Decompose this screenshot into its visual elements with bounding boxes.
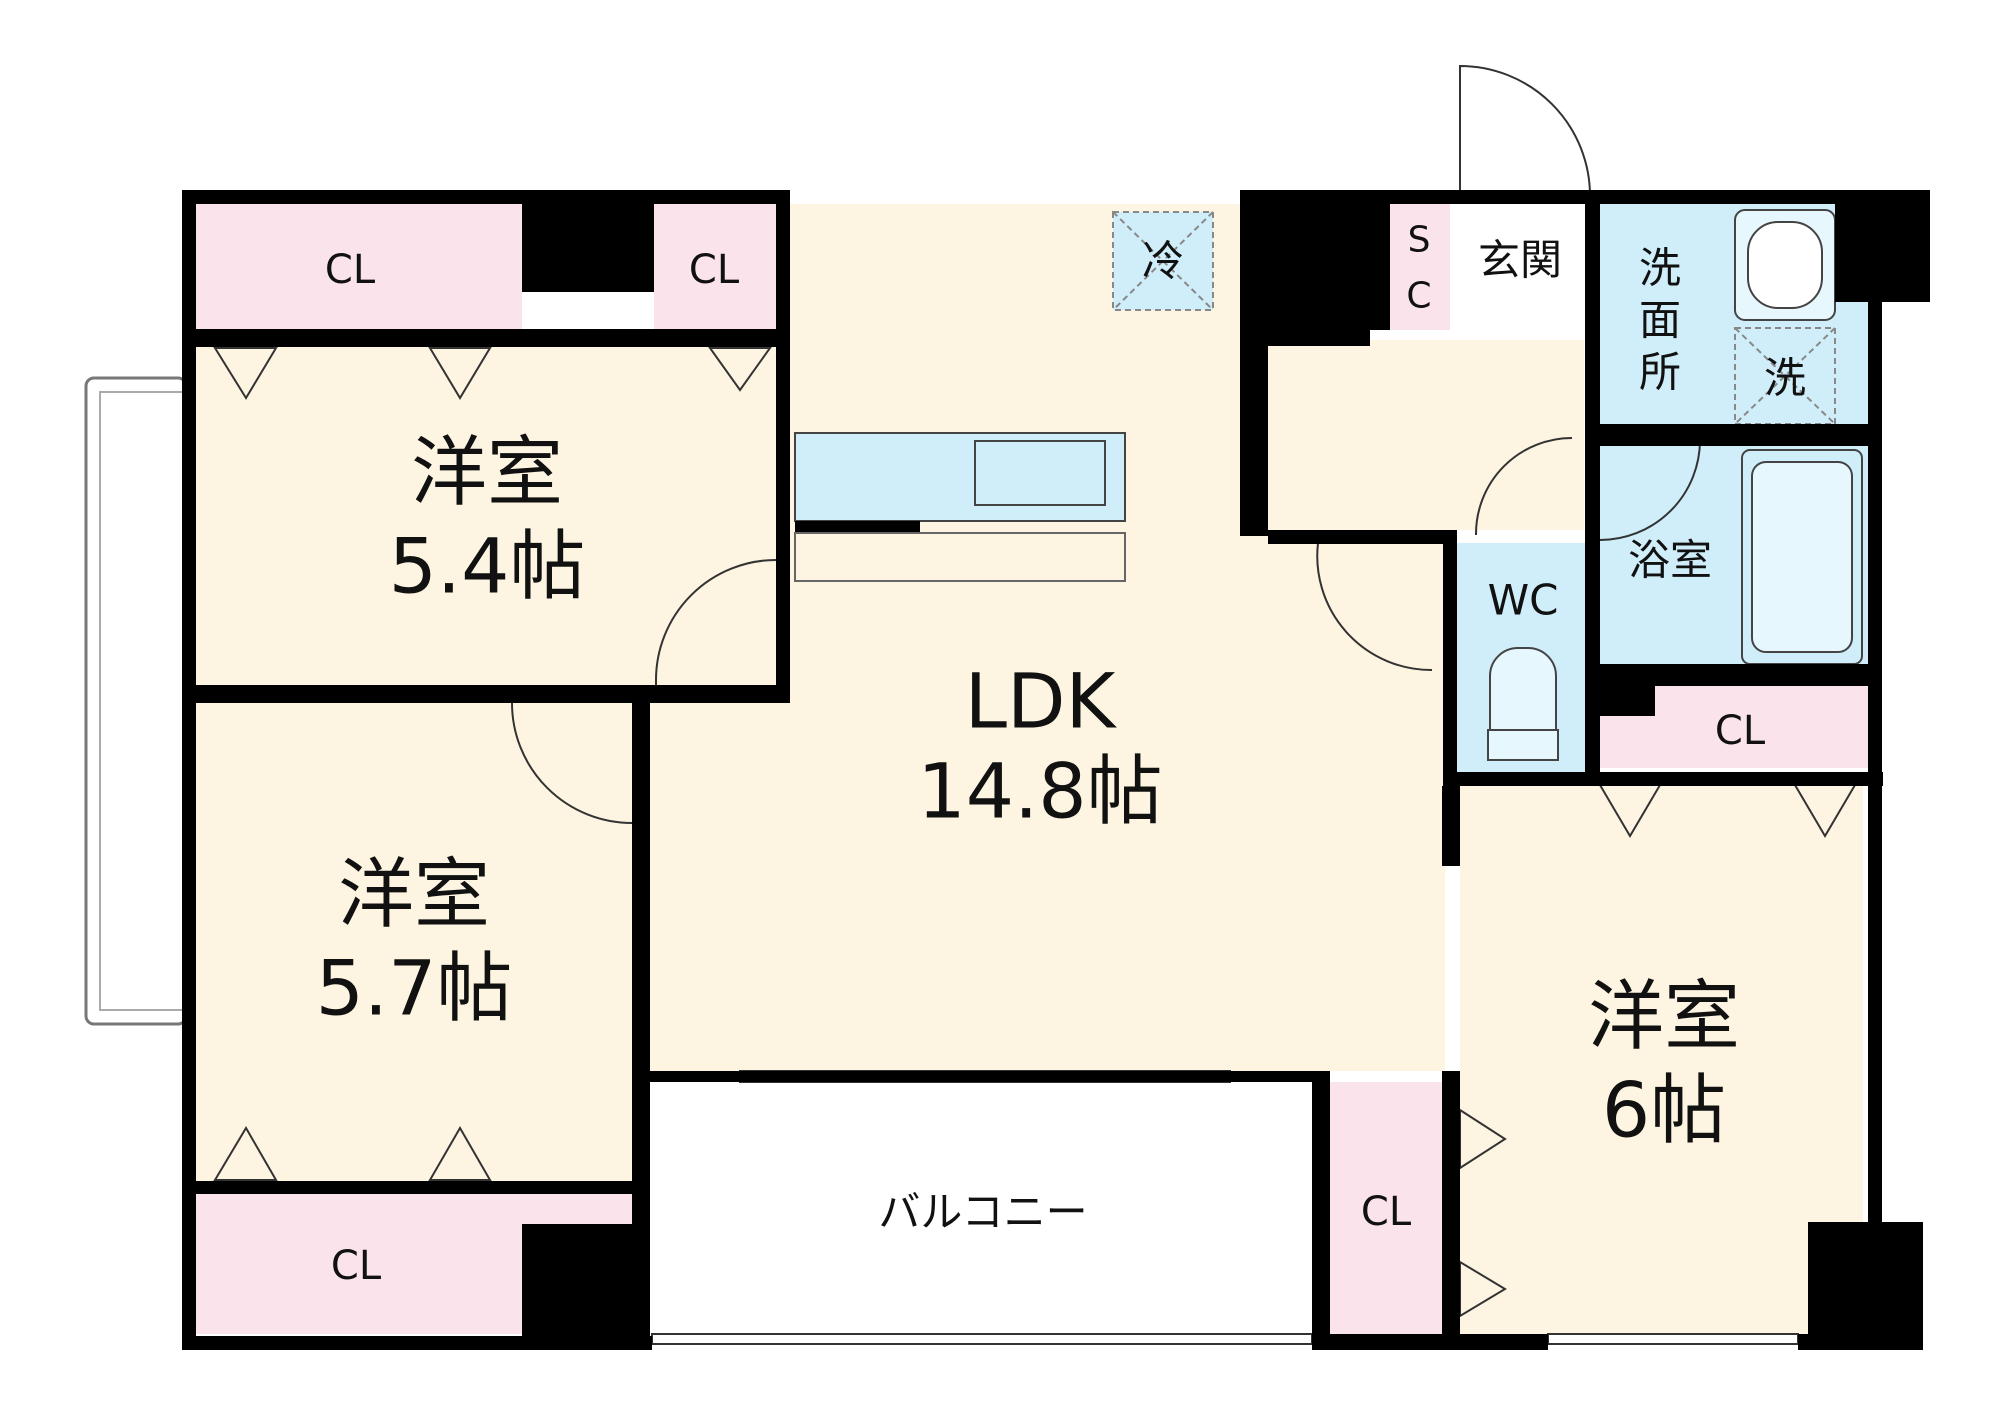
- fridge-label: 冷: [1142, 237, 1184, 286]
- ldk-area: 14.8帖: [917, 747, 1162, 836]
- western-3-window: [1547, 1333, 1799, 1345]
- entrance-label: 玄関: [1478, 236, 1562, 285]
- balcony-rail: [651, 1333, 1313, 1345]
- closet-bottom-left-area: [196, 1194, 522, 1334]
- ldk-name: LDK: [965, 657, 1118, 746]
- western-room-2-floor: [196, 703, 632, 1181]
- western-room-1-name: 洋室: [411, 428, 563, 517]
- balcony-floor: [652, 1082, 1310, 1344]
- closet-door-marks: [213, 347, 1857, 1318]
- closet-top-mid-area: [654, 204, 776, 329]
- bath-door-swing: [1599, 439, 1701, 541]
- toilet-label: WC: [1488, 576, 1559, 625]
- shoe-closet-label-s: S: [1408, 220, 1431, 261]
- balcony-label: バルコニー: [878, 1188, 1087, 1237]
- western-room-1-area: 5.4帖: [389, 522, 586, 611]
- closet-middle-right-label: CL: [1715, 708, 1766, 754]
- western-room-1-floor: [196, 347, 776, 685]
- western-room-3-name: 洋室: [1588, 972, 1740, 1061]
- western-1-door-swing: [655, 559, 777, 690]
- kitchen-sink: [974, 440, 1106, 506]
- bathroom-label: 浴室: [1628, 536, 1712, 585]
- washroom-label-3: 所: [1639, 348, 1681, 397]
- shoe-closet-label-c: C: [1406, 276, 1431, 317]
- closet-balcony-side-area: [1330, 1082, 1442, 1334]
- shoe-closet-area: [1388, 204, 1450, 330]
- washroom-label-1: 洗: [1639, 244, 1681, 293]
- closet-top-left-label: CL: [325, 247, 376, 293]
- western-room-2-area: 5.7帖: [316, 944, 513, 1033]
- western-room-3-floor: [1460, 785, 1863, 1343]
- closet-top-mid-label: CL: [689, 247, 740, 293]
- ldk-door-swing: [1316, 542, 1433, 672]
- entrance-floor: [1268, 340, 1584, 530]
- western-2-door-swing: [511, 702, 633, 824]
- walls: [182, 190, 1930, 1350]
- kitchen-back-wall: [795, 521, 920, 533]
- western-room-2-name: 洋室: [338, 850, 490, 939]
- closet-bottom-left-area-2: [522, 1194, 632, 1224]
- kitchen-front-line: [794, 532, 1126, 582]
- hall-door-swing: [1474, 437, 1573, 536]
- western-room-3-area: 6帖: [1602, 1066, 1726, 1155]
- closet-top-left-area: [196, 204, 522, 329]
- closet-bottom-left-label: CL: [331, 1243, 382, 1289]
- closet-balcony-side-label: CL: [1361, 1189, 1412, 1235]
- entrance-door-swing: [1459, 64, 1591, 197]
- washer-label: 洗: [1764, 354, 1806, 403]
- washroom-label-2: 面: [1639, 296, 1681, 345]
